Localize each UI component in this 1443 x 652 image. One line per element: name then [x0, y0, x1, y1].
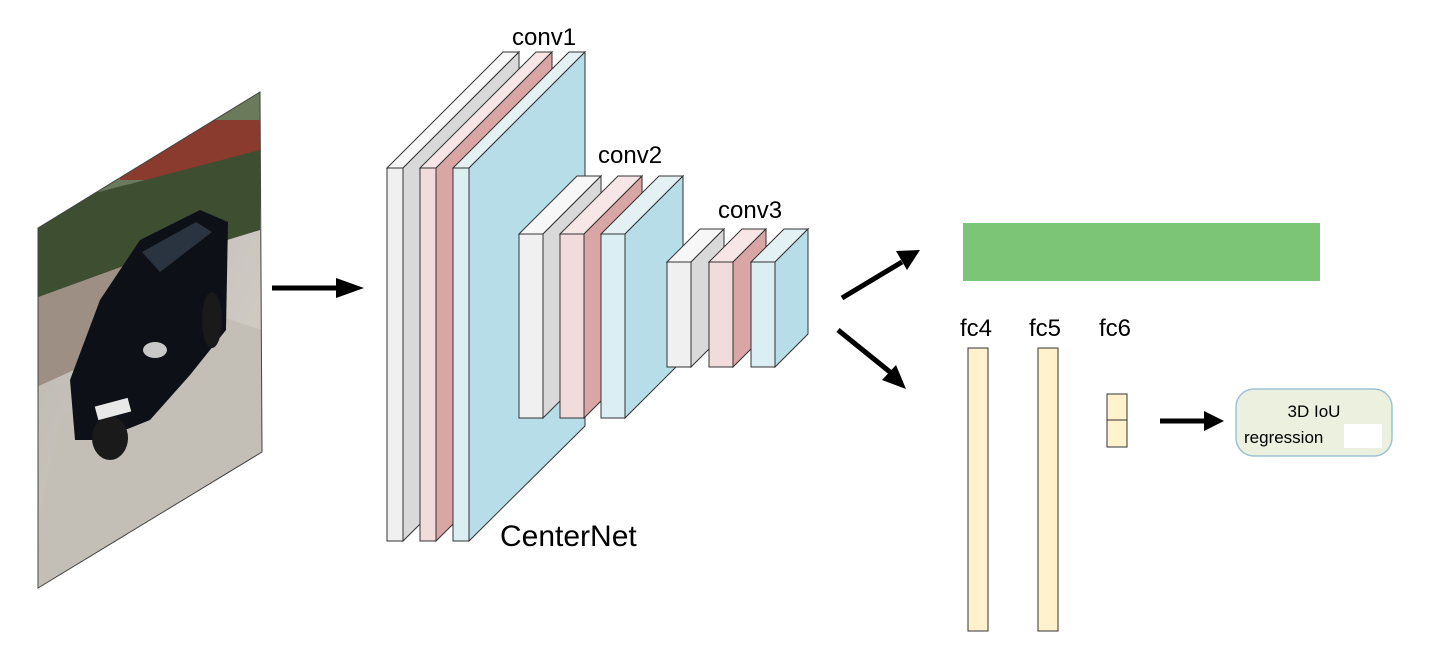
fc6-layer	[1106, 393, 1128, 448]
conv3-label: conv3	[718, 197, 782, 224]
branch-arrow-up	[840, 250, 920, 301]
green-feature-bar	[963, 223, 1320, 281]
iou-regression-box: 3D IoU regression	[1235, 388, 1393, 457]
output-label-line1: 3D IoU	[1288, 402, 1341, 421]
fc4-label: fc4	[960, 315, 992, 342]
input-arrow	[272, 278, 364, 298]
output-arrow	[1160, 411, 1224, 431]
conv2-label: conv2	[598, 142, 662, 169]
conv2-block	[517, 174, 685, 420]
conv3-block	[665, 227, 810, 369]
fc6-label: fc6	[1099, 315, 1131, 342]
centernet-label: CenterNet	[500, 520, 637, 553]
input-image	[37, 91, 263, 589]
branch-arrow-down	[836, 328, 906, 389]
fc5-label: fc5	[1029, 315, 1061, 342]
fc4-layer	[967, 347, 989, 632]
fc5-layer	[1037, 347, 1059, 632]
car-icon	[70, 210, 228, 440]
output-label-line2: regression	[1244, 428, 1323, 447]
conv1-label: conv1	[512, 24, 576, 51]
